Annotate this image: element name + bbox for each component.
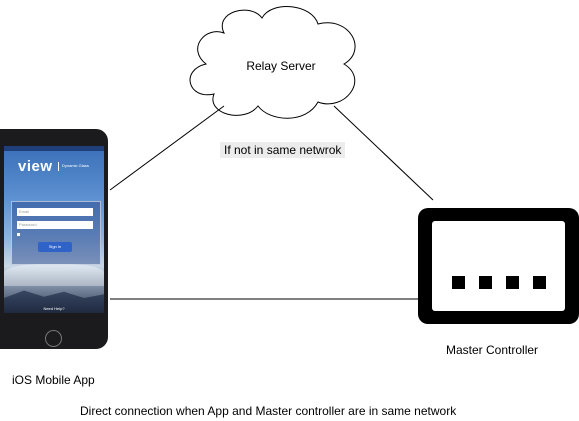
master-controller-device — [418, 208, 579, 324]
sky-clouds — [4, 264, 104, 286]
master-controller-label: Master Controller — [446, 343, 539, 357]
controller-led-2 — [479, 276, 492, 289]
ios-phone: view Dynamic Glass Email Password Sign I… — [0, 129, 108, 349]
relay-server-cloud — [189, 6, 356, 119]
connector-app-to-relay — [109, 105, 225, 191]
direct-connection-label: Direct connection when App and Master co… — [80, 404, 457, 418]
controller-led-1 — [452, 276, 465, 289]
remember-checkbox[interactable] — [17, 233, 20, 236]
brand-subtitle: Dynamic Glass — [62, 163, 89, 168]
controller-led-3 — [506, 276, 519, 289]
controller-screen — [432, 221, 565, 311]
relay-condition-label: If not in same netwrok — [220, 142, 346, 158]
home-button[interactable] — [45, 330, 62, 347]
email-field[interactable]: Email — [17, 208, 93, 216]
need-help-link[interactable]: Need Help? — [43, 306, 65, 311]
connector-relay-to-controller — [333, 105, 434, 201]
password-field[interactable]: Password — [17, 221, 93, 229]
relay-server-label: Relay Server — [246, 59, 316, 73]
ios-app-label: iOS Mobile App — [12, 373, 95, 387]
sign-in-button[interactable]: Sign In — [38, 242, 72, 252]
brand-divider — [58, 162, 59, 171]
status-bar — [4, 146, 104, 151]
controller-led-4 — [533, 276, 546, 289]
brand-logo: view — [18, 158, 53, 175]
phone-screen: view Dynamic Glass Email Password Sign I… — [4, 146, 104, 313]
login-form: Email Password Sign In — [11, 201, 101, 265]
